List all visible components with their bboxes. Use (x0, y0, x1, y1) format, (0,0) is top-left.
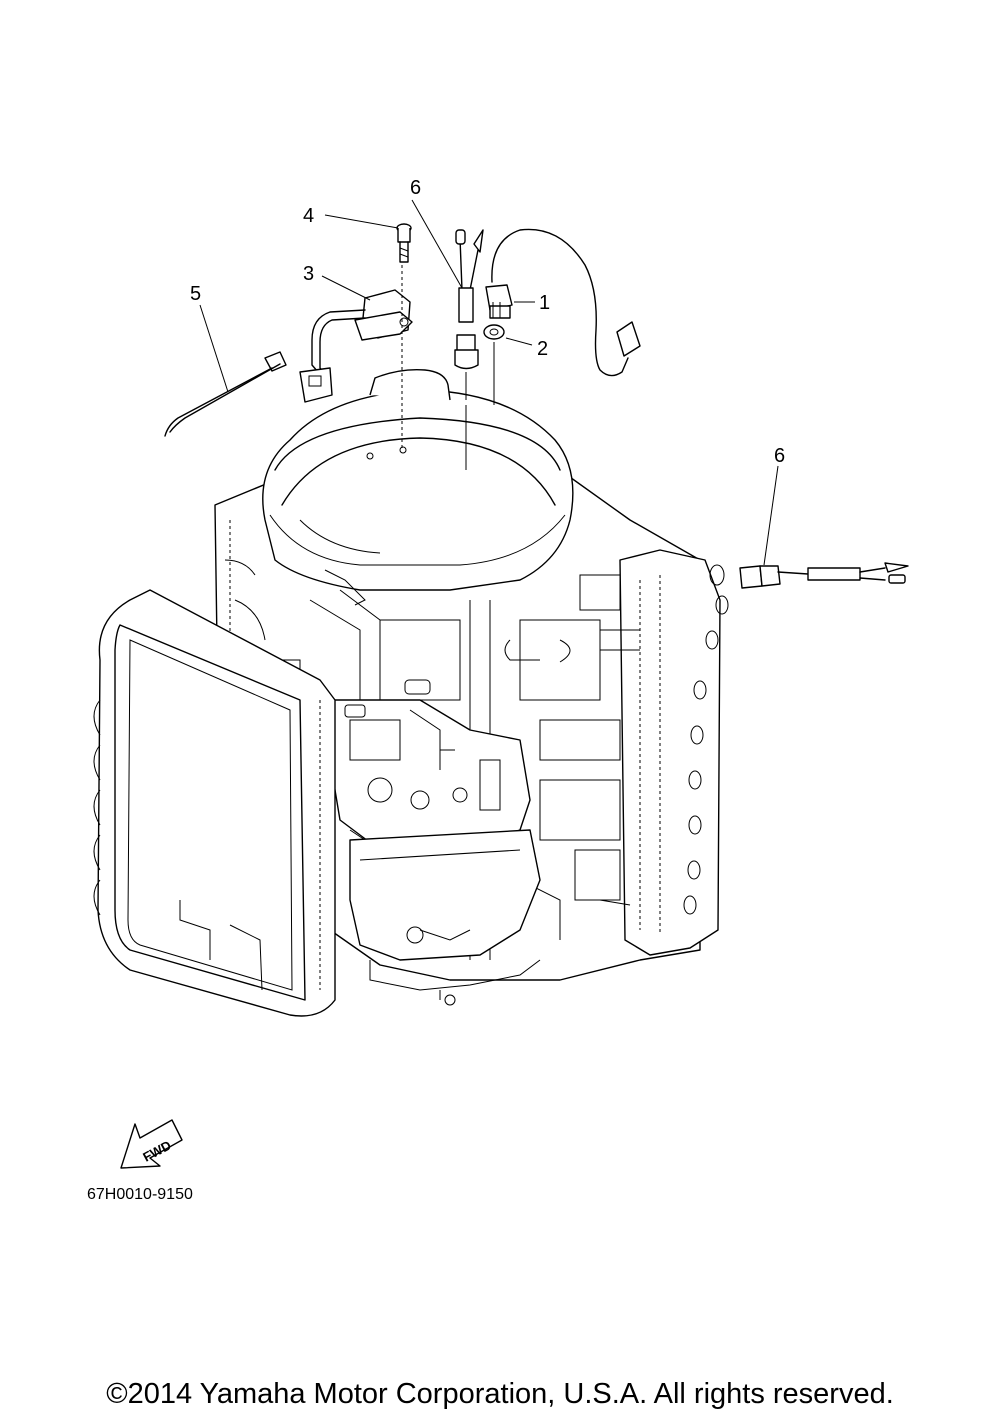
callout-6-top: 6 (410, 177, 421, 199)
engine-block (214, 368, 729, 1006)
leader-lines (199, 199, 779, 566)
callout-6-right: 6 (774, 445, 785, 467)
part-1-sender (485, 228, 641, 377)
callout-2: 2 (537, 338, 548, 360)
callout-1: 1 (539, 292, 550, 314)
callout-5: 5 (190, 283, 201, 305)
part-5-cable-tie (164, 351, 287, 437)
fwd-arrow-icon: FWD (120, 1119, 183, 1169)
intake-silencer (93, 589, 336, 1017)
copyright-notice: ©2014 Yamaha Motor Corporation, U.S.A. A… (106, 1378, 894, 1410)
part-4-screw (396, 223, 412, 263)
callout-labels: 1 2 3 4 5 6 6 (190, 177, 785, 467)
callout-3: 3 (303, 263, 314, 285)
drawing-code: 67H0010-9150 (87, 1186, 193, 1203)
part-6-thermo-switch-right (739, 562, 909, 589)
part-3-sensor-bracket (299, 289, 413, 403)
part-2-washer (483, 324, 505, 405)
part-6-thermo-switch-top (454, 229, 484, 470)
callout-4: 4 (303, 205, 314, 227)
